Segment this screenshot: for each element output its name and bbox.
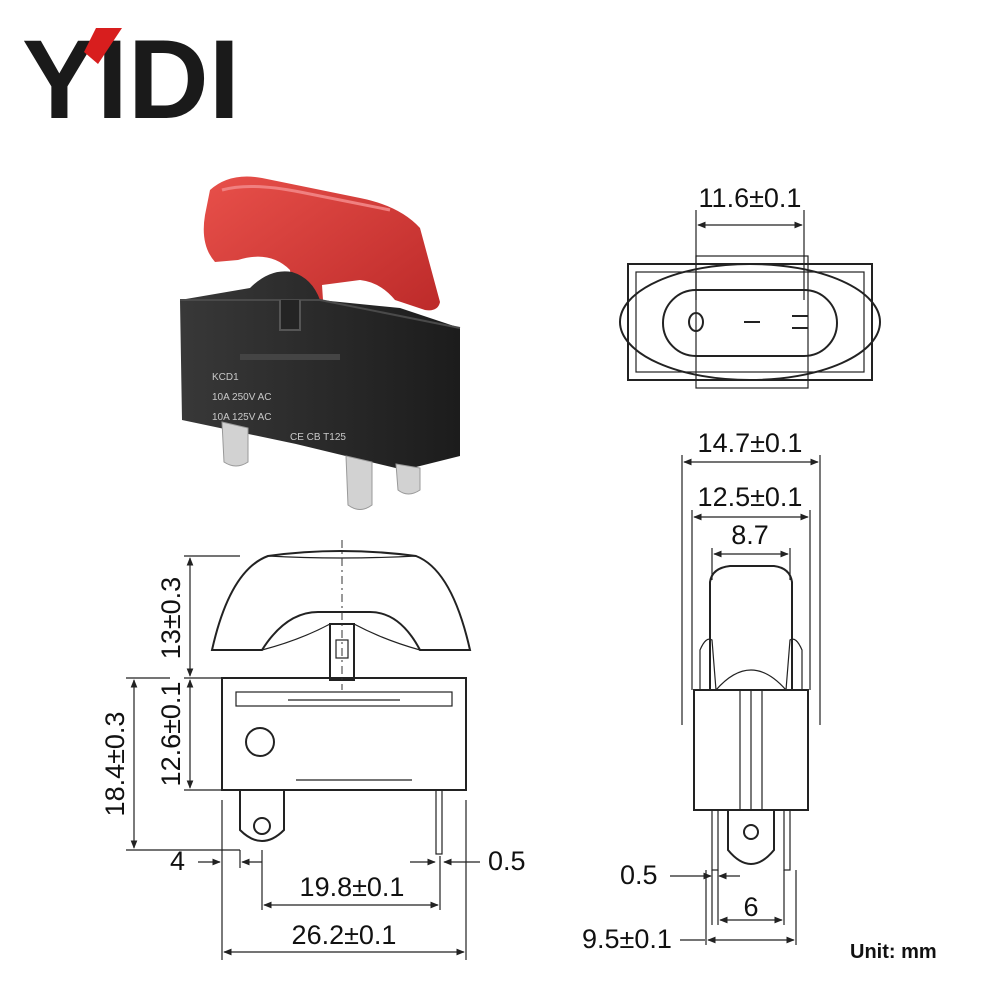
front-view-mount-hole	[245, 727, 275, 757]
dim-front-terminal-offset: 4	[170, 846, 185, 876]
dim-front-overall-length: 26.2±0.1	[292, 920, 397, 950]
side-view-terminal-center	[727, 810, 775, 865]
marking-model: KCD1	[212, 372, 239, 383]
brand-logo: YIDI	[22, 17, 240, 142]
dim-front-terminal-thickness: 0.5	[488, 846, 526, 876]
side-view-terminal-right	[783, 809, 791, 871]
dim-side-base-width: 9.5±0.1	[582, 924, 672, 954]
front-view-terminal-left	[239, 790, 285, 842]
front-view-terminal-right	[435, 789, 443, 855]
terminal-right	[395, 463, 421, 495]
dim-side-inner-width: 12.5±0.1	[698, 482, 803, 512]
dim-front-total-height: 18.4±0.3	[100, 712, 130, 817]
dim-side-terminal-spacing: 6	[743, 892, 758, 922]
logo-accent-icon	[84, 28, 122, 64]
unit-note: Unit: mm	[850, 941, 937, 963]
marking-rating-125: 10A 125V AC	[212, 412, 272, 423]
front-view-rocker	[210, 550, 472, 651]
dim-front-terminal-span: 19.8±0.1	[300, 872, 405, 902]
dim-front-rocker-height: 13±0.3	[156, 577, 186, 659]
top-view: 11.6±0.1	[619, 183, 881, 389]
logo-text: YIDI	[22, 17, 240, 142]
side-view: 14.7±0.1 12.5±0.1 8.7 0.5 6 9.5±0.1	[582, 428, 821, 954]
marking-certs: CE CB T125	[290, 432, 346, 443]
dim-side-rocker-width: 8.7	[731, 520, 769, 550]
side-view-terminal-left	[711, 809, 719, 871]
front-view: 13±0.3 18.4±0.3 12.6±0.1 4 0.5 19.8±0.1 …	[100, 540, 526, 960]
marking-rating-250: 10A 250V AC	[212, 392, 272, 403]
top-view-outer-oval	[619, 263, 881, 381]
dim-side-overall-width: 14.7±0.1	[698, 428, 803, 458]
symbol-off-icon	[688, 312, 704, 332]
top-view-rocker-face	[662, 289, 838, 357]
rocker-actuator	[203, 176, 440, 345]
front-view-body	[221, 677, 467, 791]
switch-housing	[180, 271, 460, 470]
terminal-left	[221, 421, 249, 467]
dim-front-body-height: 12.6±0.1	[156, 682, 186, 787]
product-photo: KCD1 10A 250V AC 10A 125V AC CE CB T125	[180, 176, 461, 510]
dim-top-width: 11.6±0.1	[699, 183, 802, 213]
side-view-rocker	[709, 565, 793, 690]
dim-side-terminal-thickness: 0.5	[620, 860, 658, 890]
terminal-middle	[345, 455, 373, 510]
